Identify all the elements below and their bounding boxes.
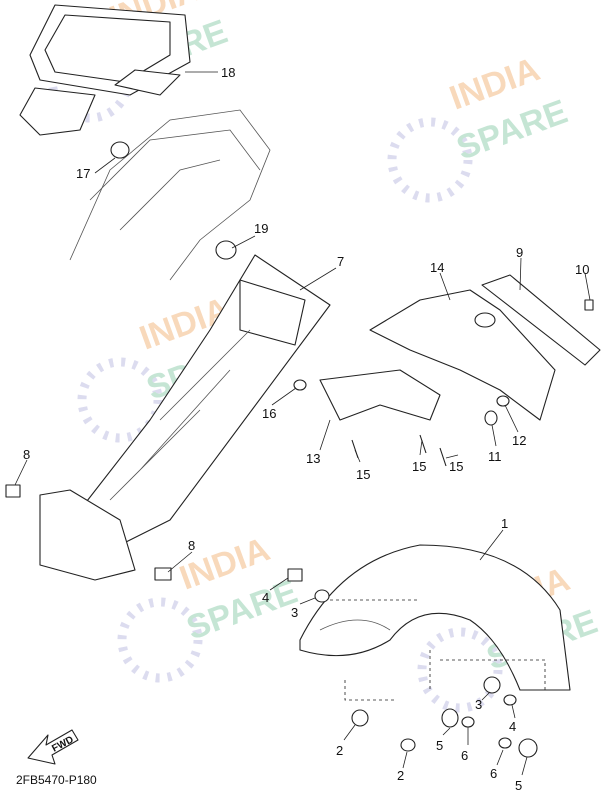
callout: 2	[336, 743, 343, 758]
callout: 9	[516, 245, 523, 260]
leader-lines	[14, 71, 591, 776]
fwd-arrow-icon: FWD	[27, 729, 79, 765]
callout: 4	[262, 590, 269, 605]
callout: 2	[397, 768, 404, 783]
callout: 17	[76, 166, 90, 181]
callout: 19	[254, 221, 268, 236]
callout: 18	[221, 65, 235, 80]
callout: 3	[475, 697, 482, 712]
callout: 6	[461, 748, 468, 763]
callout: 7	[337, 254, 344, 269]
callout: 14	[430, 260, 444, 275]
callout: 10	[575, 262, 589, 277]
license-plate-part-9	[481, 274, 601, 366]
callout-labels: 18 17 19 7 14 9 10 16 13 15 15 15 11 12 …	[23, 65, 589, 790]
svg-text:FWD: FWD	[50, 734, 75, 754]
callout: 5	[515, 778, 522, 790]
license-bracket-part-14	[369, 289, 556, 421]
callout: 16	[262, 406, 276, 421]
callout: 1	[501, 516, 508, 531]
stay-part-13	[319, 369, 441, 421]
callout: 15	[356, 467, 370, 482]
rear-fender-part-7	[39, 254, 331, 581]
grommet-part-17	[110, 141, 130, 159]
callout: 15	[412, 459, 426, 474]
callout: 15	[449, 459, 463, 474]
seat-tray-part-18	[19, 4, 191, 136]
frame-outline	[69, 109, 271, 281]
callout: 6	[490, 766, 497, 781]
callout: 11	[488, 449, 502, 464]
callout: 4	[509, 719, 516, 734]
callout: 3	[291, 605, 298, 620]
callout: 8	[188, 538, 195, 553]
fasteners	[5, 299, 594, 758]
front-fender-part-1	[299, 544, 571, 691]
diagram-code: 2FB5470-P180	[16, 773, 97, 787]
callout: 5	[436, 738, 443, 753]
grommet-part-19	[215, 240, 237, 260]
callout: 8	[23, 447, 30, 462]
callout: 13	[306, 451, 320, 466]
callout: 12	[512, 433, 526, 448]
